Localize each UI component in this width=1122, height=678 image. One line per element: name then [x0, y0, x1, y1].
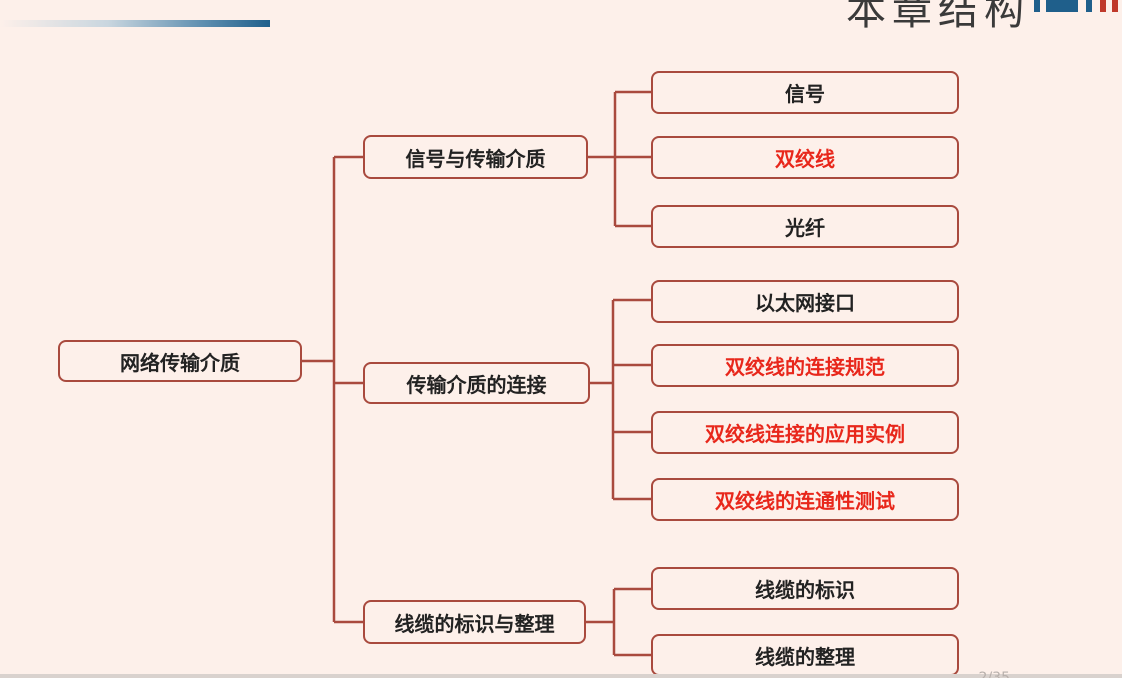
- branch-node-media-connection: 传输介质的连接: [363, 362, 590, 404]
- branch-node-signal-media: 信号与传输介质: [363, 135, 588, 179]
- root-node: 网络传输介质: [58, 340, 302, 382]
- leaf-node-ethernet-port: 以太网接口: [651, 280, 959, 323]
- leaf-node-twisted-pair-spec: 双绞线的连接规范: [651, 344, 959, 387]
- leaf-node-cable-management: 线缆的整理: [651, 634, 959, 676]
- leaf-node-cable-label: 线缆的标识: [651, 567, 959, 610]
- slide-title: 本章结构: [846, 0, 1030, 34]
- leaf-node-twisted-pair: 双绞线: [651, 136, 959, 179]
- page-number: 2/35: [978, 670, 1010, 678]
- brand-logo-icon: [1034, 0, 1122, 12]
- branch-node-cable-labeling: 线缆的标识与整理: [363, 600, 586, 644]
- header-accent-bar: [0, 20, 270, 27]
- leaf-node-twisted-pair-example: 双绞线连接的应用实例: [651, 411, 959, 454]
- footer-divider: [0, 674, 1122, 678]
- leaf-node-fiber: 光纤: [651, 205, 959, 248]
- leaf-node-twisted-pair-test: 双绞线的连通性测试: [651, 478, 959, 521]
- leaf-node-signal: 信号: [651, 71, 959, 114]
